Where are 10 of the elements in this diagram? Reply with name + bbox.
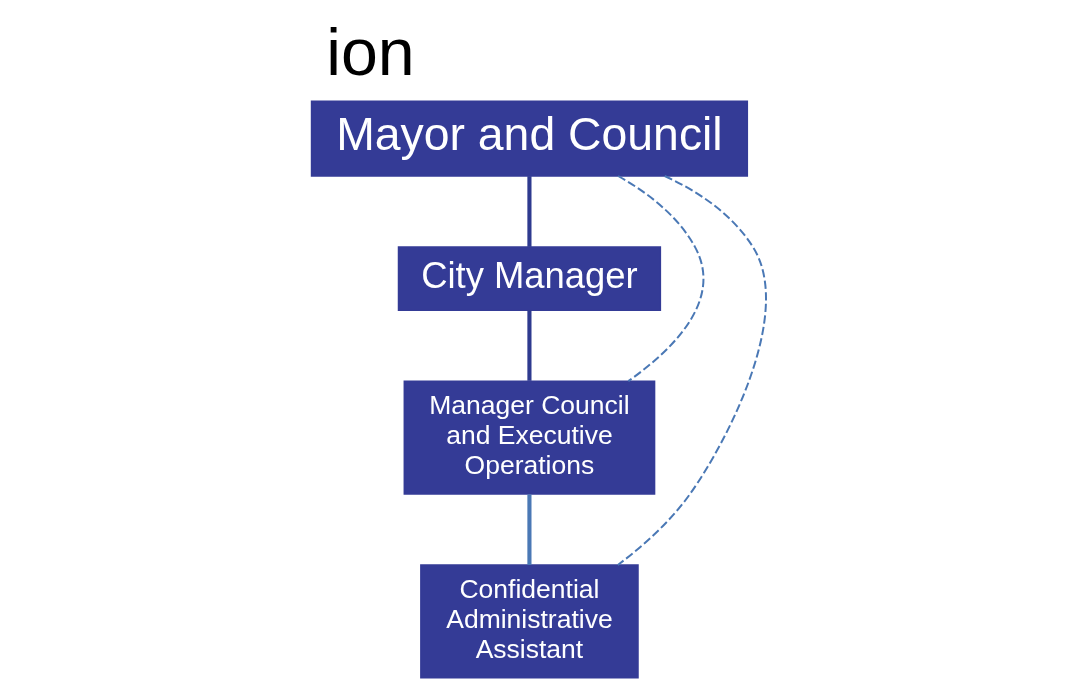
node-box: Manager Council and Executive Operations (403, 380, 655, 495)
connector (616, 175, 767, 566)
connector (526, 176, 531, 247)
connector (526, 494, 531, 565)
connector (526, 310, 531, 381)
node-box: Confidential Administrative Assistant (419, 564, 639, 679)
diagram-title: ion (325, 14, 415, 89)
node-box: City Manager (397, 246, 661, 311)
connector (616, 175, 704, 383)
node-box: Mayor and Council (310, 100, 748, 177)
